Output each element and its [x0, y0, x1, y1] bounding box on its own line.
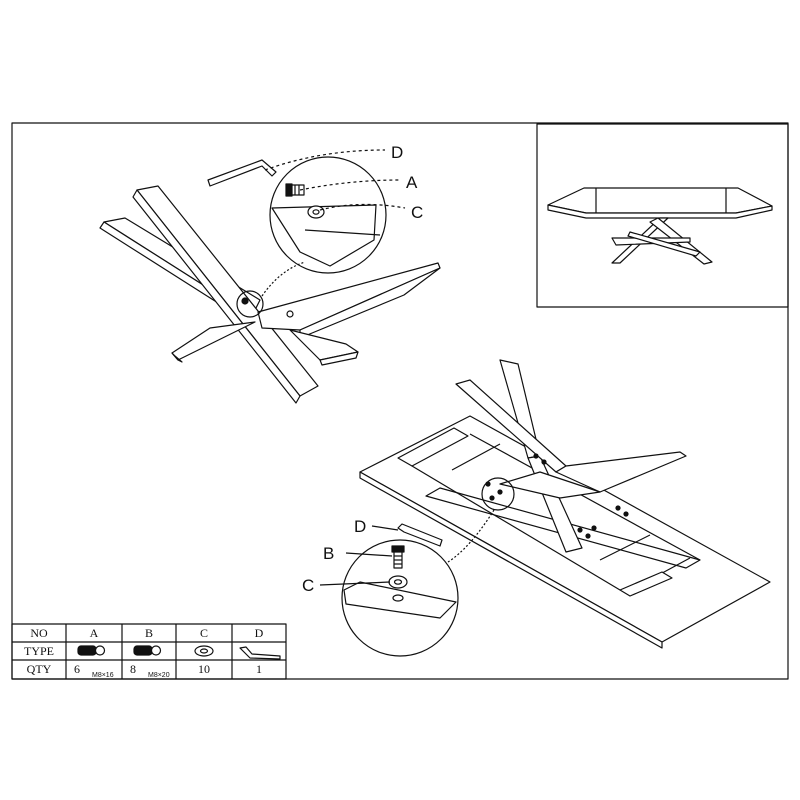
leader-c: [319, 581, 391, 586]
leg-assembly-figure: D A C: [99, 143, 441, 404]
leg-bar: [257, 262, 441, 331]
part-a-qty: 6: [74, 662, 80, 676]
part-b-qty: 8: [130, 662, 136, 676]
callout-label-c: C: [411, 203, 423, 222]
allen-key-icon: [397, 523, 443, 547]
tabletop: [547, 187, 773, 214]
part-b-no: B: [145, 626, 153, 640]
bolt-icon: [285, 183, 305, 197]
callout-label-d: D: [354, 517, 366, 536]
allen-key-icon: [239, 646, 281, 660]
bolt-icon: [391, 545, 405, 569]
screw-markers: [485, 453, 629, 539]
bolt-icon: [133, 645, 162, 656]
frame-rail: [397, 427, 469, 467]
callout-label-a: A: [406, 173, 418, 192]
leg-bar: [171, 352, 183, 363]
frame-rail: [425, 487, 701, 569]
row-label-no: NO: [30, 626, 48, 640]
washer-icon: [388, 575, 408, 589]
part-c-no: C: [200, 626, 208, 640]
callout-label-c: C: [302, 576, 314, 595]
tabletop-thickness: [359, 471, 663, 649]
frame-rail: [469, 433, 701, 561]
leg-bar: [132, 189, 301, 404]
part-a-spec: M8×16: [92, 672, 114, 679]
part-b-spec: M8×20: [148, 672, 170, 679]
magnified-detail-circle: [269, 156, 387, 274]
joint-detail-circle: [236, 290, 264, 318]
washer-icon: [194, 645, 214, 657]
magnified-bar: [271, 204, 377, 267]
row-label-qty: QTY: [27, 662, 52, 676]
joint-detail-circle: [481, 477, 515, 511]
leader-b: [345, 552, 393, 557]
parts-table: NO TYPE QTY A B C D 6 M8×16 8 M8×20 10 1: [11, 623, 287, 680]
allen-key-icon: [207, 159, 277, 187]
bolt-icon: [77, 645, 106, 656]
bolt-head: [286, 310, 294, 318]
leader-d: [264, 149, 386, 171]
callout-label-b: B: [323, 544, 334, 563]
tabletop-edge: [547, 204, 773, 219]
detail-leader: [261, 261, 306, 297]
finished-table-panel: [536, 123, 789, 308]
frame-rail: [619, 571, 673, 597]
leader-d: [371, 525, 399, 531]
part-d-qty: 1: [256, 662, 262, 676]
frame-rail: [411, 465, 621, 591]
row-label-type: TYPE: [24, 644, 54, 658]
part-c-qty: 10: [198, 662, 210, 676]
washer-icon: [307, 205, 325, 219]
leader-a: [299, 179, 401, 191]
leg-bar: [171, 321, 256, 361]
leg-bar: [555, 451, 687, 493]
leg-bar: [136, 185, 319, 397]
callout-label-d: D: [391, 143, 403, 162]
bolt-head: [241, 297, 249, 305]
magnified-detail-circle: [341, 539, 459, 657]
part-d-no: D: [255, 626, 264, 640]
frame-cross: [451, 443, 501, 471]
part-a-no: A: [90, 626, 99, 640]
bolt-hole: [392, 594, 404, 602]
detail-leader: [447, 509, 495, 563]
leader-c: [319, 203, 406, 211]
leg-bar: [319, 351, 359, 366]
page-border: [11, 122, 789, 680]
underside-assembly-figure: D B C: [302, 359, 771, 657]
table-leg: [627, 231, 701, 257]
finished-table-figure: [547, 187, 773, 265]
frame-cross: [599, 534, 651, 561]
magnified-edge: [304, 229, 381, 236]
leg-bar: [499, 471, 601, 499]
